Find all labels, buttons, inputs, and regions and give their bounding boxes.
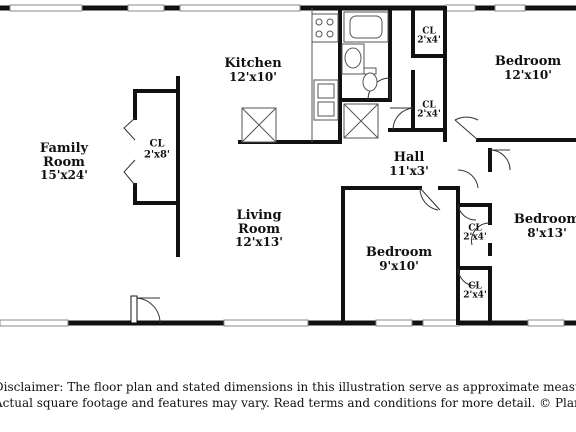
bath-fixtures bbox=[341, 11, 389, 139]
interior-walls bbox=[133, 6, 576, 325]
living-room-dims: 12'x13' bbox=[235, 235, 283, 250]
closet-east-upper-dims: 2'x4' bbox=[463, 233, 487, 243]
bedroom-e-label: Bedroom 8'x13' bbox=[514, 213, 576, 239]
closet-east-lower-dims: 2'x4' bbox=[463, 291, 487, 301]
closet-east-lower-name: CL bbox=[468, 281, 482, 292]
windows bbox=[0, 4, 565, 327]
bedroom-ne-dims: 12'x10' bbox=[504, 67, 552, 82]
closet-top-dims: 2'x4' bbox=[417, 36, 441, 46]
family-room-dims: 15'x24' bbox=[40, 168, 88, 183]
closet-mid-label: CL 2'x4' bbox=[417, 100, 441, 121]
kitchen-label: Kitchen 12'x10' bbox=[224, 57, 281, 83]
bedroom-s-dims: 9'x10' bbox=[379, 258, 419, 273]
bedroom-ne-name: Bedroom bbox=[494, 53, 562, 69]
kitchen-fixtures bbox=[241, 8, 339, 143]
closet-top-label: CL 2'x4' bbox=[417, 26, 441, 47]
family-room-name-2: Room bbox=[43, 154, 85, 170]
closet-top-name: CL bbox=[422, 26, 436, 37]
bedroom-ne-label: Bedroom 12'x10' bbox=[495, 55, 561, 81]
floor-plan bbox=[0, 4, 576, 327]
bedroom-s-label: Bedroom 9'x10' bbox=[366, 246, 432, 272]
family-closet-dims: 2'x8' bbox=[143, 149, 171, 160]
family-room-name-1: Family bbox=[39, 141, 89, 157]
closet-east-upper-label: CL 2'x4' bbox=[463, 223, 487, 244]
disclaimer-line-1: Disclaimer: The floor plan and stated di… bbox=[0, 380, 576, 394]
living-room-name-1: Living bbox=[236, 208, 282, 224]
closet-mid-name: CL bbox=[422, 100, 436, 111]
kitchen-dims: 12'x10' bbox=[229, 69, 277, 84]
disclaimer: Disclaimer: The floor plan and stated di… bbox=[0, 376, 576, 432]
living-room-name-2: Room bbox=[238, 221, 280, 237]
hall-dims: 11'x3' bbox=[389, 163, 429, 178]
disclaimer-line-2: Actual square footage and features may v… bbox=[0, 396, 576, 410]
family-closet-name: CL bbox=[149, 138, 165, 150]
hall-label: Hall 11'x3' bbox=[389, 151, 429, 177]
closet-mid-dims: 2'x4' bbox=[417, 110, 441, 120]
bedroom-e-name: Bedroom bbox=[513, 211, 576, 227]
doors bbox=[123, 77, 511, 324]
bedroom-s-name: Bedroom bbox=[365, 244, 433, 260]
closet-east-upper-name: CL bbox=[468, 223, 482, 234]
bedroom-e-dims: 8'x13' bbox=[527, 225, 567, 240]
closet-east-lower-label: CL 2'x4' bbox=[463, 281, 487, 302]
kitchen-name: Kitchen bbox=[224, 55, 282, 71]
family-room-label: Family Room 15'x24' bbox=[40, 142, 88, 182]
hall-name: Hall bbox=[393, 149, 425, 165]
living-room-label: Living Room 12'x13' bbox=[235, 209, 283, 249]
family-closet-label: CL 2'x8' bbox=[143, 138, 171, 161]
